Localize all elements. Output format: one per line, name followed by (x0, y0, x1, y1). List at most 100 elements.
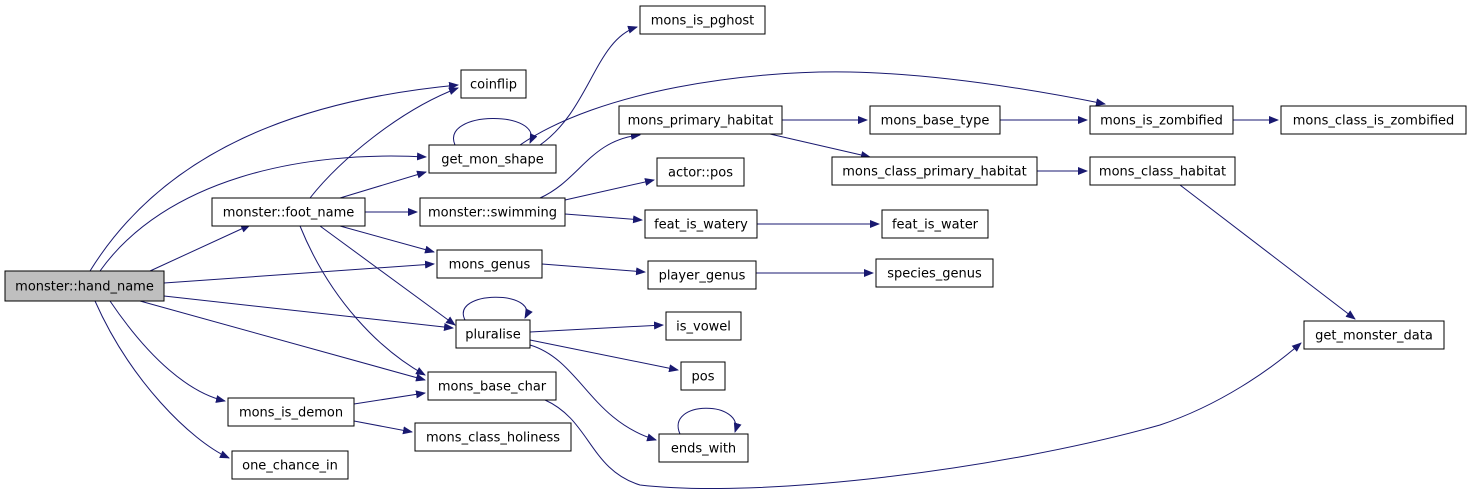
node-box (414, 422, 572, 452)
node-mons-class-holiness[interactable]: mons_class_holiness (414, 422, 572, 452)
edge-hand-name-to-get-mon-shape (99, 152, 427, 272)
node-label: is_vowel (676, 320, 731, 335)
node-label: monster::swimming (428, 206, 557, 221)
node-mons-is-demon[interactable]: mons_is_demon (227, 397, 355, 427)
edge-ends-with-to-ends-with (677, 407, 742, 435)
node-mons-class-primary-habitat[interactable]: mons_class_primary_habitat (831, 156, 1038, 186)
node-ends-with[interactable]: ends_with (658, 433, 749, 463)
edge-layer (89, 25, 1356, 490)
node-box (647, 260, 757, 290)
node-box (680, 361, 726, 391)
node-label: pluralise (465, 328, 520, 343)
node-get-mon-shape[interactable]: get_mon_shape (428, 144, 557, 174)
node-label: feat_is_watery (654, 218, 748, 233)
node-box (455, 319, 531, 349)
node-layer: monster::hand_namecoinflipget_mon_shapem… (4, 5, 1467, 480)
node-pos[interactable]: pos (680, 361, 726, 391)
edge-get-mon-shape-to-mons-is-pghost (539, 25, 638, 146)
edge-hand-name-to-pluralise (163, 295, 454, 331)
node-species-genus[interactable]: species_genus (875, 258, 994, 288)
node-box (1089, 156, 1236, 186)
node-box (1303, 320, 1445, 350)
node-mons-is-pghost[interactable]: mons_is_pghost (639, 5, 766, 35)
node-label: mons_class_primary_habitat (842, 165, 1027, 180)
node-coinflip[interactable]: coinflip (460, 69, 527, 99)
edge-hand-name-to-mons-genus (163, 260, 435, 284)
edge-hand-name-to-foot-name (149, 224, 251, 272)
node-label: mons_is_zombified (1100, 114, 1223, 129)
node-label: mons_is_demon (239, 406, 343, 421)
node-label: mons_class_holiness (426, 431, 560, 446)
node-actor-pos[interactable]: actor::pos (656, 157, 745, 187)
node-label: mons_primary_habitat (628, 114, 774, 129)
edge-get-mon-shape-to-get-mon-shape (453, 118, 538, 146)
edge-get-mon-shape-to-mons-is-zombified (519, 71, 1106, 146)
edge-mons-is-demon-to-mons-class-holiness (353, 420, 413, 435)
edge-mons-class-habitat-to-get-monster-data (1179, 184, 1356, 320)
node-mons-primary-habitat[interactable]: mons_primary_habitat (618, 105, 783, 135)
node-box (427, 371, 557, 401)
node-box (460, 69, 527, 99)
node-label: species_genus (887, 267, 982, 282)
node-label: mons_genus (449, 258, 531, 273)
node-label: mons_base_type (881, 114, 990, 129)
node-box (639, 5, 766, 35)
node-one-chance-in[interactable]: one_chance_in (231, 450, 349, 480)
node-box (428, 144, 557, 174)
node-box (227, 397, 355, 427)
node-box (875, 258, 994, 288)
edge-swimming-to-feat-is-watery (564, 213, 643, 224)
node-mons-is-zombified[interactable]: mons_is_zombified (1089, 105, 1234, 135)
edge-hand-name-to-coinflip (89, 81, 459, 272)
node-label: player_genus (659, 269, 746, 284)
edge-mons-base-char-to-get-monster-data (544, 342, 1302, 490)
node-box (618, 105, 783, 135)
node-label: get_monster_data (1315, 329, 1433, 344)
edge-mons-primary-habitat-to-mons-class-primary-habitat (769, 133, 871, 159)
node-label: mons_base_char (438, 380, 547, 395)
node-get-monster-data[interactable]: get_monster_data (1303, 320, 1445, 350)
node-swimming[interactable]: monster::swimming (419, 197, 566, 227)
node-mons-genus[interactable]: mons_genus (436, 249, 543, 279)
node-box (231, 450, 349, 480)
edge-mons-genus-to-player-genus (541, 263, 646, 276)
node-hand-name[interactable]: monster::hand_name (4, 270, 165, 302)
node-mons-base-char[interactable]: mons_base_char (427, 371, 557, 401)
edge-swimming-to-actor-pos (564, 178, 655, 201)
edge-pluralise-to-pos (529, 339, 679, 373)
node-feat-is-watery[interactable]: feat_is_watery (644, 209, 758, 239)
node-box (644, 209, 758, 239)
node-box (656, 157, 745, 187)
node-label: mons_class_is_zombified (1293, 114, 1455, 129)
edge-foot-name-to-mons-base-char (299, 225, 426, 376)
node-box (4, 270, 165, 302)
node-box (211, 197, 366, 227)
edge-mons-is-demon-to-mons-base-char (353, 390, 426, 405)
node-player-genus[interactable]: player_genus (647, 260, 757, 290)
node-foot-name[interactable]: monster::foot_name (211, 197, 366, 227)
node-label: coinflip (470, 78, 517, 93)
node-box (1280, 105, 1467, 135)
node-mons-class-is-zombified[interactable]: mons_class_is_zombified (1280, 105, 1467, 135)
node-label: monster::foot_name (223, 206, 355, 221)
edge-foot-name-to-mons-genus (339, 225, 435, 254)
node-label: mons_is_pghost (651, 14, 755, 29)
node-box (869, 105, 1001, 135)
edge-pluralise-to-ends-with (529, 344, 657, 442)
node-label: feat_is_water (892, 218, 979, 233)
node-label: get_mon_shape (441, 153, 543, 168)
edge-foot-name-to-get-mon-shape (339, 170, 427, 199)
node-feat-is-water[interactable]: feat_is_water (881, 209, 989, 239)
edge-swimming-to-mons-primary-habitat (539, 131, 641, 199)
node-box (881, 209, 989, 239)
node-pluralise[interactable]: pluralise (455, 319, 531, 349)
edge-hand-name-to-mons-is-demon (109, 300, 226, 403)
node-label: one_chance_in (242, 459, 338, 474)
node-mons-base-type[interactable]: mons_base_type (869, 105, 1001, 135)
node-box (658, 433, 749, 463)
node-mons-class-habitat[interactable]: mons_class_habitat (1089, 156, 1236, 186)
node-box (419, 197, 566, 227)
node-box (831, 156, 1038, 186)
node-is-vowel[interactable]: is_vowel (665, 311, 742, 341)
